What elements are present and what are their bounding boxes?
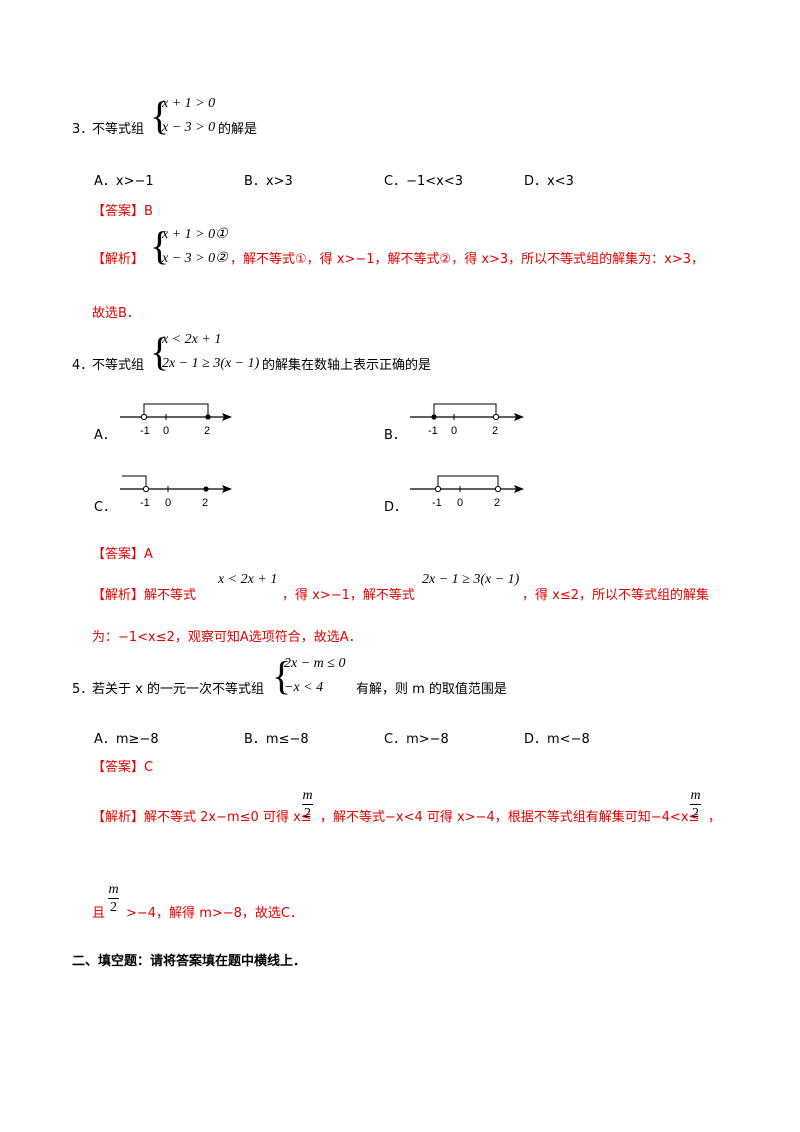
q3-analysis-line1: x + 1 > 0① [162, 227, 228, 242]
tick-label: 0 [451, 425, 457, 437]
q4-system-line2: 2x − 1 ≥ 3(x − 1) [162, 356, 260, 371]
tick-label: 2 [492, 425, 498, 437]
q3-analysis-line2: x − 3 > 0② [162, 251, 228, 266]
q3-analysis-text: ，解不等式①，得 x>−1，解不等式②，得 x>3，所以不等式组的解集为：x>3… [230, 252, 705, 267]
q3-number: 3． [72, 122, 94, 137]
q3-option-d: D．x<3 [524, 174, 574, 189]
q4-option-d-label: D． [384, 500, 408, 515]
tick-label: -1 [140, 425, 150, 437]
q4-analysis-mid2: ，得 x≤2，所以不等式组的解集 [522, 588, 709, 603]
tick-label: 2 [494, 497, 500, 509]
tick-label: 0 [457, 497, 463, 509]
q5-answer: 【答案】C [92, 760, 154, 775]
tick-label: -1 [140, 497, 150, 509]
q5-stem-suffix: 有解，则 m 的取值范围是 [356, 682, 507, 697]
q4-stem-suffix: 的解集在数轴上表示正确的是 [262, 358, 432, 373]
q3-option-b: B．x>3 [244, 174, 293, 189]
q5-system-line1: 2x − m ≤ 0 [284, 656, 346, 671]
q3-stem-prefix: 不等式组 [92, 122, 145, 137]
q5-option-b: B．m≤−8 [244, 732, 309, 747]
q3-analysis-label: 【解析】 [92, 252, 145, 267]
tick-label: 2 [202, 497, 208, 509]
q3-brace: { [150, 93, 170, 138]
q4-option-c-label: C． [94, 500, 117, 515]
q5-number: 5． [72, 682, 94, 697]
q5-stem-prefix: 若关于 x 的一元一次不等式组 [92, 682, 264, 697]
tick-label: 2 [204, 425, 210, 437]
q5-brace: { [272, 653, 292, 698]
q3-system-line1: x + 1 > 0 [162, 96, 216, 111]
q4-option-a-label: A． [94, 428, 116, 443]
q4-answer: 【答案】A [92, 547, 153, 562]
q5-option-c: C．m>−8 [384, 732, 449, 747]
q3-system-line2: x − 3 > 0 [162, 120, 216, 135]
q4-number: 4． [72, 358, 94, 373]
q3-stem-suffix: 的解是 [218, 122, 258, 137]
q5-analysis-a: 【解析】解不等式 2x−m≤0 可得 x≤ [92, 810, 312, 825]
q3-option-a: A．x>−1 [94, 174, 154, 189]
q3-option-c: C．−1<x<3 [384, 174, 463, 189]
q3-analysis-end: 故选B． [92, 306, 140, 321]
q5-line2-a: 且 [92, 906, 106, 921]
tick-label: -1 [432, 497, 442, 509]
q4-system-line1: x < 2x + 1 [162, 332, 222, 347]
tick-label: -1 [428, 425, 438, 437]
q4-option-c-number-line: -1 0 2 [120, 475, 232, 509]
q4-option-b-label: B． [384, 428, 406, 443]
q4-analysis-expr1: x < 2x + 1 [218, 572, 278, 587]
q5-system-line2: −x < 4 [284, 680, 324, 695]
tick-label: 0 [163, 425, 169, 437]
tick-label: 0 [165, 497, 171, 509]
q4-brace: { [150, 329, 170, 374]
q3-answer: 【答案】B [92, 204, 153, 219]
q5-analysis-c: ， [708, 810, 722, 825]
q5-option-a: A．m≥−8 [94, 732, 159, 747]
q4-option-a-number-line: -1 0 2 [120, 403, 232, 437]
q5-analysis-b: ，解不等式−x<4 可得 x>−4，根据不等式组有解集可知−4<x≤ [320, 810, 700, 825]
q5-option-d: D．m<−8 [524, 732, 590, 747]
q4-option-d-number-line: -1 0 2 [410, 475, 524, 509]
q4-analysis-mid1: ，得 x>−1，解不等式 [282, 588, 415, 603]
q4-option-b-number-line: -1 0 2 [410, 403, 524, 437]
q4-analysis-line2: 为：−1<x≤2，观察可知A选项符合，故选A． [92, 630, 362, 645]
section2-title: 二、填空题：请将答案填在题中横线上． [72, 954, 307, 969]
q4-analysis-expr2: 2x − 1 ≥ 3(x − 1) [422, 572, 520, 587]
q4-stem-prefix: 不等式组 [92, 358, 145, 373]
q4-analysis-label: 【解析】解不等式 [92, 588, 197, 603]
q3-analysis-brace: { [150, 223, 170, 268]
q5-line2-b: >−4，解得 m>−8，故选C． [126, 906, 303, 921]
